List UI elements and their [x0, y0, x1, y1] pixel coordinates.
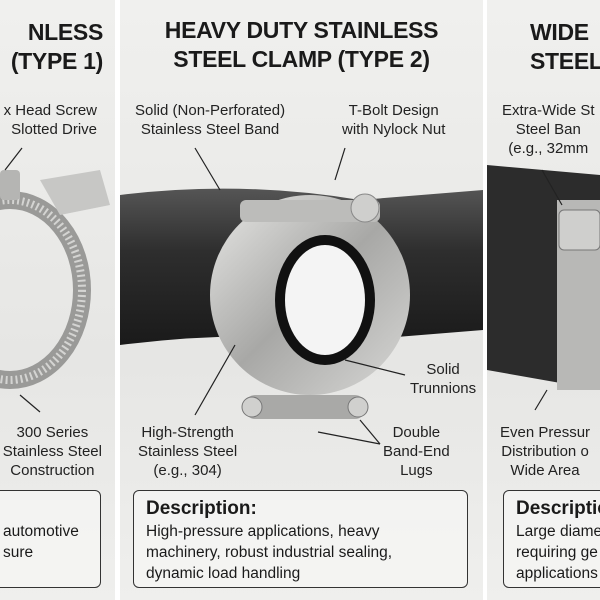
panel-type-1: NLESS (TYPE 1) x Head Screw Slotted Driv… [0, 0, 115, 600]
wide-band-clamp-illustration [487, 165, 600, 411]
label-line: Double [392, 424, 441, 441]
label-line: Stainless Steel Band [140, 121, 280, 138]
title-line: NLESS [27, 19, 103, 45]
panel-title: WIDE STEEL [530, 18, 600, 76]
description-line: automotive [3, 523, 79, 540]
label-line: Extra-Wide St [502, 102, 595, 119]
description-line: applications [516, 565, 598, 582]
label-line: Steel Ban [515, 121, 581, 138]
panel-type-2: HEAVY DUTY STAINLESS STEEL CLAMP (TYPE 2… [120, 0, 483, 600]
label-line: High-Strength [141, 424, 234, 441]
description-line: machinery, robust industrial sealing, [146, 544, 393, 561]
label-line: (e.g., 32mm [508, 140, 589, 157]
title-line: STEEL CLAMP (TYPE 2) [173, 46, 430, 72]
title-line: STEEL [530, 48, 600, 74]
wide-band-label: Extra-Wide St Steel Ban (e.g., 32mm [502, 101, 595, 158]
description-line: High-pressure applications, heavy [146, 523, 380, 540]
label-line: with Nylock Nut [342, 121, 446, 138]
label-line: Wide Area [510, 462, 580, 479]
title-line: HEAVY DUTY STAINLESS [164, 17, 439, 43]
label-line: Solid [426, 361, 460, 378]
title-line: (TYPE 1) [10, 48, 103, 74]
t-bolt-clamp-illustration [120, 147, 483, 445]
label-line: T-Bolt Design [348, 102, 439, 119]
label-line: Solid (Non-Perforated) [135, 102, 286, 119]
label-line: Construction [10, 462, 95, 479]
label-line: Even Pressur [500, 424, 591, 441]
label-line: Slotted Drive [11, 121, 97, 138]
description-heading: Descriptio [516, 498, 600, 519]
description-heading: Description: [146, 498, 257, 519]
band-label: Solid (Non-Perforated) Stainless Steel B… [135, 101, 285, 139]
label-line: Band-End [383, 443, 450, 460]
pressure-label: Even Pressur Distribution o Wide Area [500, 423, 590, 480]
trunnions-label: Solid Trunnions [410, 360, 476, 398]
description-line: Large diame [516, 523, 600, 540]
description-box: Descriptio Large diame requiring ge appl… [503, 490, 600, 588]
label-line: Lugs [400, 462, 433, 479]
construction-label: 300 Series Stainless Steel Construction [3, 423, 102, 480]
description-line: sure [3, 544, 34, 561]
label-line: (e.g., 304) [153, 462, 222, 479]
title-line: WIDE [530, 19, 589, 45]
description-line: requiring ge [516, 544, 598, 561]
label-line: 300 Series [16, 424, 89, 441]
panel-title: HEAVY DUTY STAINLESS STEEL CLAMP (TYPE 2… [120, 16, 483, 74]
tbolt-label: T-Bolt Design with Nylock Nut [342, 101, 445, 139]
description-box: automotive sure [0, 490, 101, 588]
panel-type-3: WIDE STEEL Extra-Wide St Steel Ban (e.g.… [487, 0, 600, 600]
label-line: Trunnions [410, 380, 477, 397]
lugs-label: Double Band-End Lugs [383, 423, 450, 480]
panel-title: NLESS (TYPE 1) [11, 18, 103, 76]
label-line: x Head Screw [3, 102, 97, 119]
label-line: Distribution o [501, 443, 589, 460]
steel-grade-label: High-Strength Stainless Steel (e.g., 304… [138, 423, 237, 480]
label-line: Stainless Steel [2, 443, 102, 460]
label-line: Stainless Steel [138, 443, 238, 460]
description-box: Description: High-pressure applications,… [133, 490, 468, 588]
description-line: dynamic load handling [146, 565, 301, 582]
worm-gear-clamp-illustration [0, 147, 110, 413]
screw-label: x Head Screw Slotted Drive [4, 101, 97, 139]
